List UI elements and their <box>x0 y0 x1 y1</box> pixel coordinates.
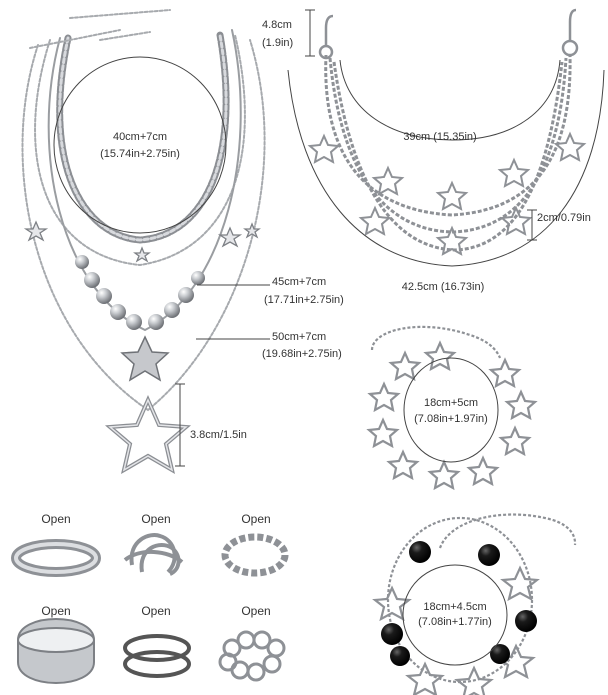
ring-1-engraved-band <box>11 539 101 577</box>
star-icon <box>133 246 151 263</box>
ring-6-hollow-circles <box>218 630 286 682</box>
waist-chain-hook-cm: 4.8cm <box>262 19 292 31</box>
waist-chain-inner-length: 39cm (15.35in) <box>403 131 477 143</box>
layered-necklace <box>21 9 266 412</box>
star-icon <box>388 350 422 382</box>
necklace-pendant-size: 3.8cm/1.5in <box>190 429 247 441</box>
star-icon <box>386 449 420 481</box>
bead-bracelet-black-beads <box>381 541 537 666</box>
star-icon <box>499 205 533 236</box>
star-icon <box>435 180 469 211</box>
star-bracelet-length-in: (7.08in+1.97in) <box>414 413 488 425</box>
star-icon <box>454 665 494 695</box>
ring-2-open-label: Open <box>141 512 171 526</box>
necklace-inner-length-in: (15.74in+2.75in) <box>100 148 180 160</box>
ring-2-crossover <box>123 533 184 576</box>
star-icon <box>466 455 500 487</box>
necklace-beads <box>75 255 205 330</box>
necklace-inner-length-cm: 40cm+7cm <box>112 131 168 143</box>
star-bracelet-length-cm: 18cm+5cm <box>423 397 479 409</box>
necklace-pendant-star-outline <box>104 395 192 475</box>
star-icon <box>500 565 540 602</box>
star-bracelet <box>366 325 538 491</box>
star-icon <box>243 222 261 239</box>
necklace-middle-length-in: (17.71in+2.75in) <box>264 294 344 306</box>
ring-3-star-band <box>221 533 289 577</box>
star-icon <box>217 226 243 248</box>
star-icon <box>405 661 445 695</box>
necklace-pendant-star-solid <box>120 335 170 382</box>
necklace-middle-length-cm: 45cm+7cm <box>272 276 327 288</box>
star-bracelet-measure-circle <box>403 357 499 463</box>
necklace-outer-length-cm: 50cm+7cm <box>272 331 327 343</box>
waist-chain-hook-in: (1.9in) <box>262 37 294 49</box>
star-icon <box>423 340 457 372</box>
ring-1-open-label: Open <box>41 512 71 526</box>
necklace-ball-chain <box>47 29 242 332</box>
star-icon <box>488 357 522 389</box>
bead-bracelet-length-cm: 18cm+4.5cm <box>423 601 487 613</box>
bead-bracelet-length-in: (7.08in+1.77in) <box>418 616 492 628</box>
necklace-outer-chain <box>21 39 266 412</box>
ring-5-open-label: Open <box>141 604 171 618</box>
bead-bracelet-measure-circle <box>402 564 508 666</box>
ring-4-open-label: Open <box>41 604 71 618</box>
waist-chain-outer-length: 42.5cm (16.73in) <box>401 281 485 293</box>
star-icon <box>371 165 405 196</box>
star-icon <box>435 225 469 256</box>
star-icon <box>23 220 49 242</box>
star-icon <box>307 133 341 164</box>
star-icon <box>497 157 531 188</box>
star-icon <box>427 459 461 491</box>
necklace-measure-lines <box>53 56 270 467</box>
star-icon <box>553 131 587 162</box>
waist-chain-measure-lines <box>287 9 605 267</box>
ring-3-open-label: Open <box>241 512 271 526</box>
star-icon <box>358 205 392 236</box>
star-icon <box>366 417 400 449</box>
waist-chain-stars <box>307 131 587 256</box>
ring-4-wide-band <box>17 618 95 684</box>
necklace-small-stars <box>23 220 261 263</box>
star-icon <box>498 425 532 457</box>
waist-chain-star-size: 2cm/0.79in <box>537 212 591 224</box>
necklace-outer-length-in: (19.68in+2.75in) <box>262 348 342 360</box>
star-icon <box>367 381 401 413</box>
ring-6-open-label: Open <box>241 604 271 618</box>
star-icon <box>504 389 538 421</box>
necklace-thin-chain <box>34 34 246 267</box>
ring-5-double-band <box>123 634 191 678</box>
